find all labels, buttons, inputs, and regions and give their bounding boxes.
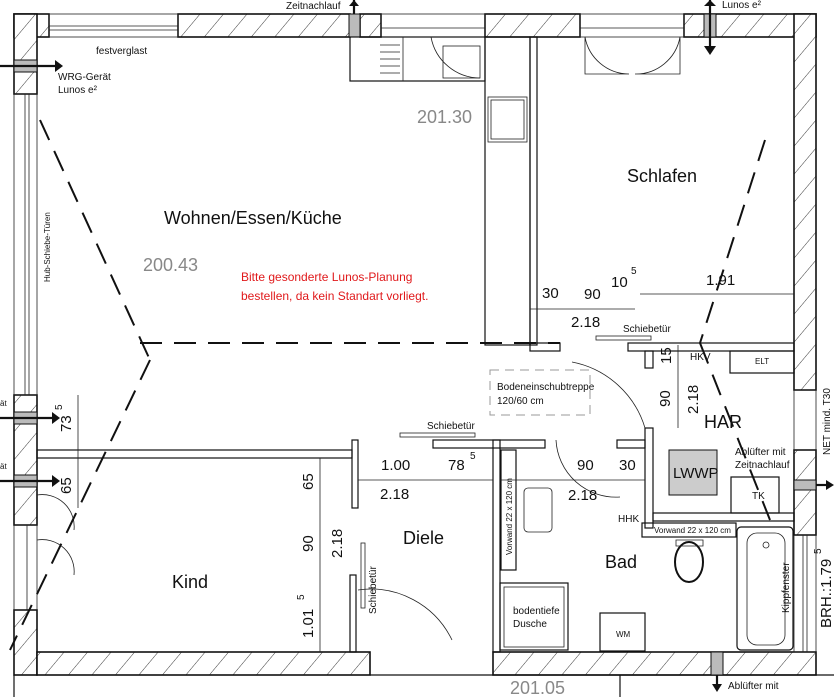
room-kind: Kind	[172, 572, 208, 592]
schiebetuer2-label: Schiebetür	[623, 324, 671, 335]
bottom-abluefter-label: Ablüfter mit	[728, 681, 779, 692]
d65a-label: 65	[300, 473, 317, 490]
d15-label: 15	[658, 347, 675, 364]
d218a-label: 2.18	[571, 314, 600, 331]
left-git2-label: ät	[0, 462, 7, 471]
level-bottom: 201.05	[510, 678, 565, 697]
roof-lines	[9, 119, 771, 651]
lwwp-label: LWWP	[673, 465, 719, 482]
level-wohnen: 200.43	[143, 255, 198, 275]
windows	[13, 13, 817, 653]
schiebetuer1-label: Schiebetür	[427, 421, 475, 432]
kippfenster-label: Kippfenster	[781, 562, 792, 613]
d90b-label: 90	[657, 390, 674, 407]
d90a-label: 90	[584, 286, 601, 303]
d191-label: 1.91	[706, 272, 735, 289]
wrg1-label: WRG-Gerät	[58, 72, 111, 83]
room-labels: Wohnen/Essen/Küche Schlafen Kind Diele B…	[164, 166, 742, 592]
line2-label: bestellen, da kein Standart vorliegt.	[241, 289, 428, 303]
brh-label: BRH.:1.79	[818, 559, 834, 628]
d218d-label: 2.18	[568, 487, 597, 504]
abluefter1-label: Ablüfter mit	[735, 447, 786, 458]
schiebetuer3-label: Schiebetür	[368, 566, 379, 614]
brh-sup-label: 5	[813, 548, 824, 554]
d73-label: 73	[58, 415, 75, 432]
room-bad: Bad	[605, 552, 637, 572]
d10sup-label: 5	[631, 266, 637, 277]
d218c-label: 2.18	[380, 486, 409, 503]
level-kitchen: 201.30	[417, 107, 472, 127]
d90c-label: 90	[577, 457, 594, 474]
room-har: HAR	[704, 412, 742, 432]
outer-walls	[13, 13, 834, 697]
d101-label: 1.01	[300, 609, 317, 638]
wrg2-label: Lunos e²	[58, 85, 98, 96]
boden1-label: Bodeneinschubtreppe	[497, 382, 595, 393]
hhk-label: HHK	[618, 514, 639, 525]
d78-label: 78	[448, 457, 465, 474]
boden2-label: 120/60 cm	[497, 396, 544, 407]
hub-schiebe-label: Hub-Schiebe-Türen	[43, 212, 52, 282]
net-label: NET mind. T30	[822, 388, 833, 455]
d73sup-label: 5	[54, 404, 65, 410]
dimension-labels: 30 90 105 1.91 2.18 15 90 2.18 1.00 785 …	[54, 266, 735, 638]
d78sup-label: 5	[470, 451, 476, 462]
room-schlafen: Schlafen	[627, 166, 697, 186]
elt-label: ELT	[755, 357, 769, 366]
left-git1-label: ät	[0, 399, 7, 408]
level-labels: 200.43 201.30 201.05	[143, 107, 565, 697]
vorwand-v-label: Vorwand 22 x 120 cm	[505, 478, 514, 555]
d218e-label: 2.18	[329, 529, 346, 558]
d65b-label: 65	[58, 477, 75, 494]
d218b-label: 2.18	[685, 385, 702, 414]
room-wohnen: Wohnen/Essen/Küche	[164, 208, 342, 228]
tk-label: TK	[752, 491, 765, 502]
d30b-label: 30	[619, 457, 636, 474]
planning-note: Bitte gesonderte Lunos-Planung bestellen…	[241, 270, 428, 303]
hkv-label: HKV	[690, 352, 711, 363]
dusche2-label: Dusche	[513, 619, 547, 630]
top-lunos-label: Lunos e²	[722, 0, 762, 11]
d30a-label: 30	[542, 285, 559, 302]
d10-label: 10	[611, 274, 628, 291]
line1-label: Bitte gesonderte Lunos-Planung	[241, 270, 412, 284]
room-diele: Diele	[403, 528, 444, 548]
top-zeitnachlauf-label: Zeitnachlauf	[286, 1, 341, 12]
interior-walls	[36, 36, 795, 653]
d100-label: 1.00	[381, 457, 410, 474]
vorwand-h-label: Vorwand 22 x 120 cm	[654, 526, 731, 535]
festverglast-label: festverglast	[96, 46, 147, 57]
wm-label: WM	[616, 630, 631, 639]
dimension-lines	[77, 293, 794, 652]
dusche1-label: bodentiefe	[513, 606, 560, 617]
abluefter2-label: Zeitnachlauf	[735, 460, 790, 471]
d101sup-label: 5	[296, 594, 307, 600]
d90d-label: 90	[300, 535, 317, 552]
